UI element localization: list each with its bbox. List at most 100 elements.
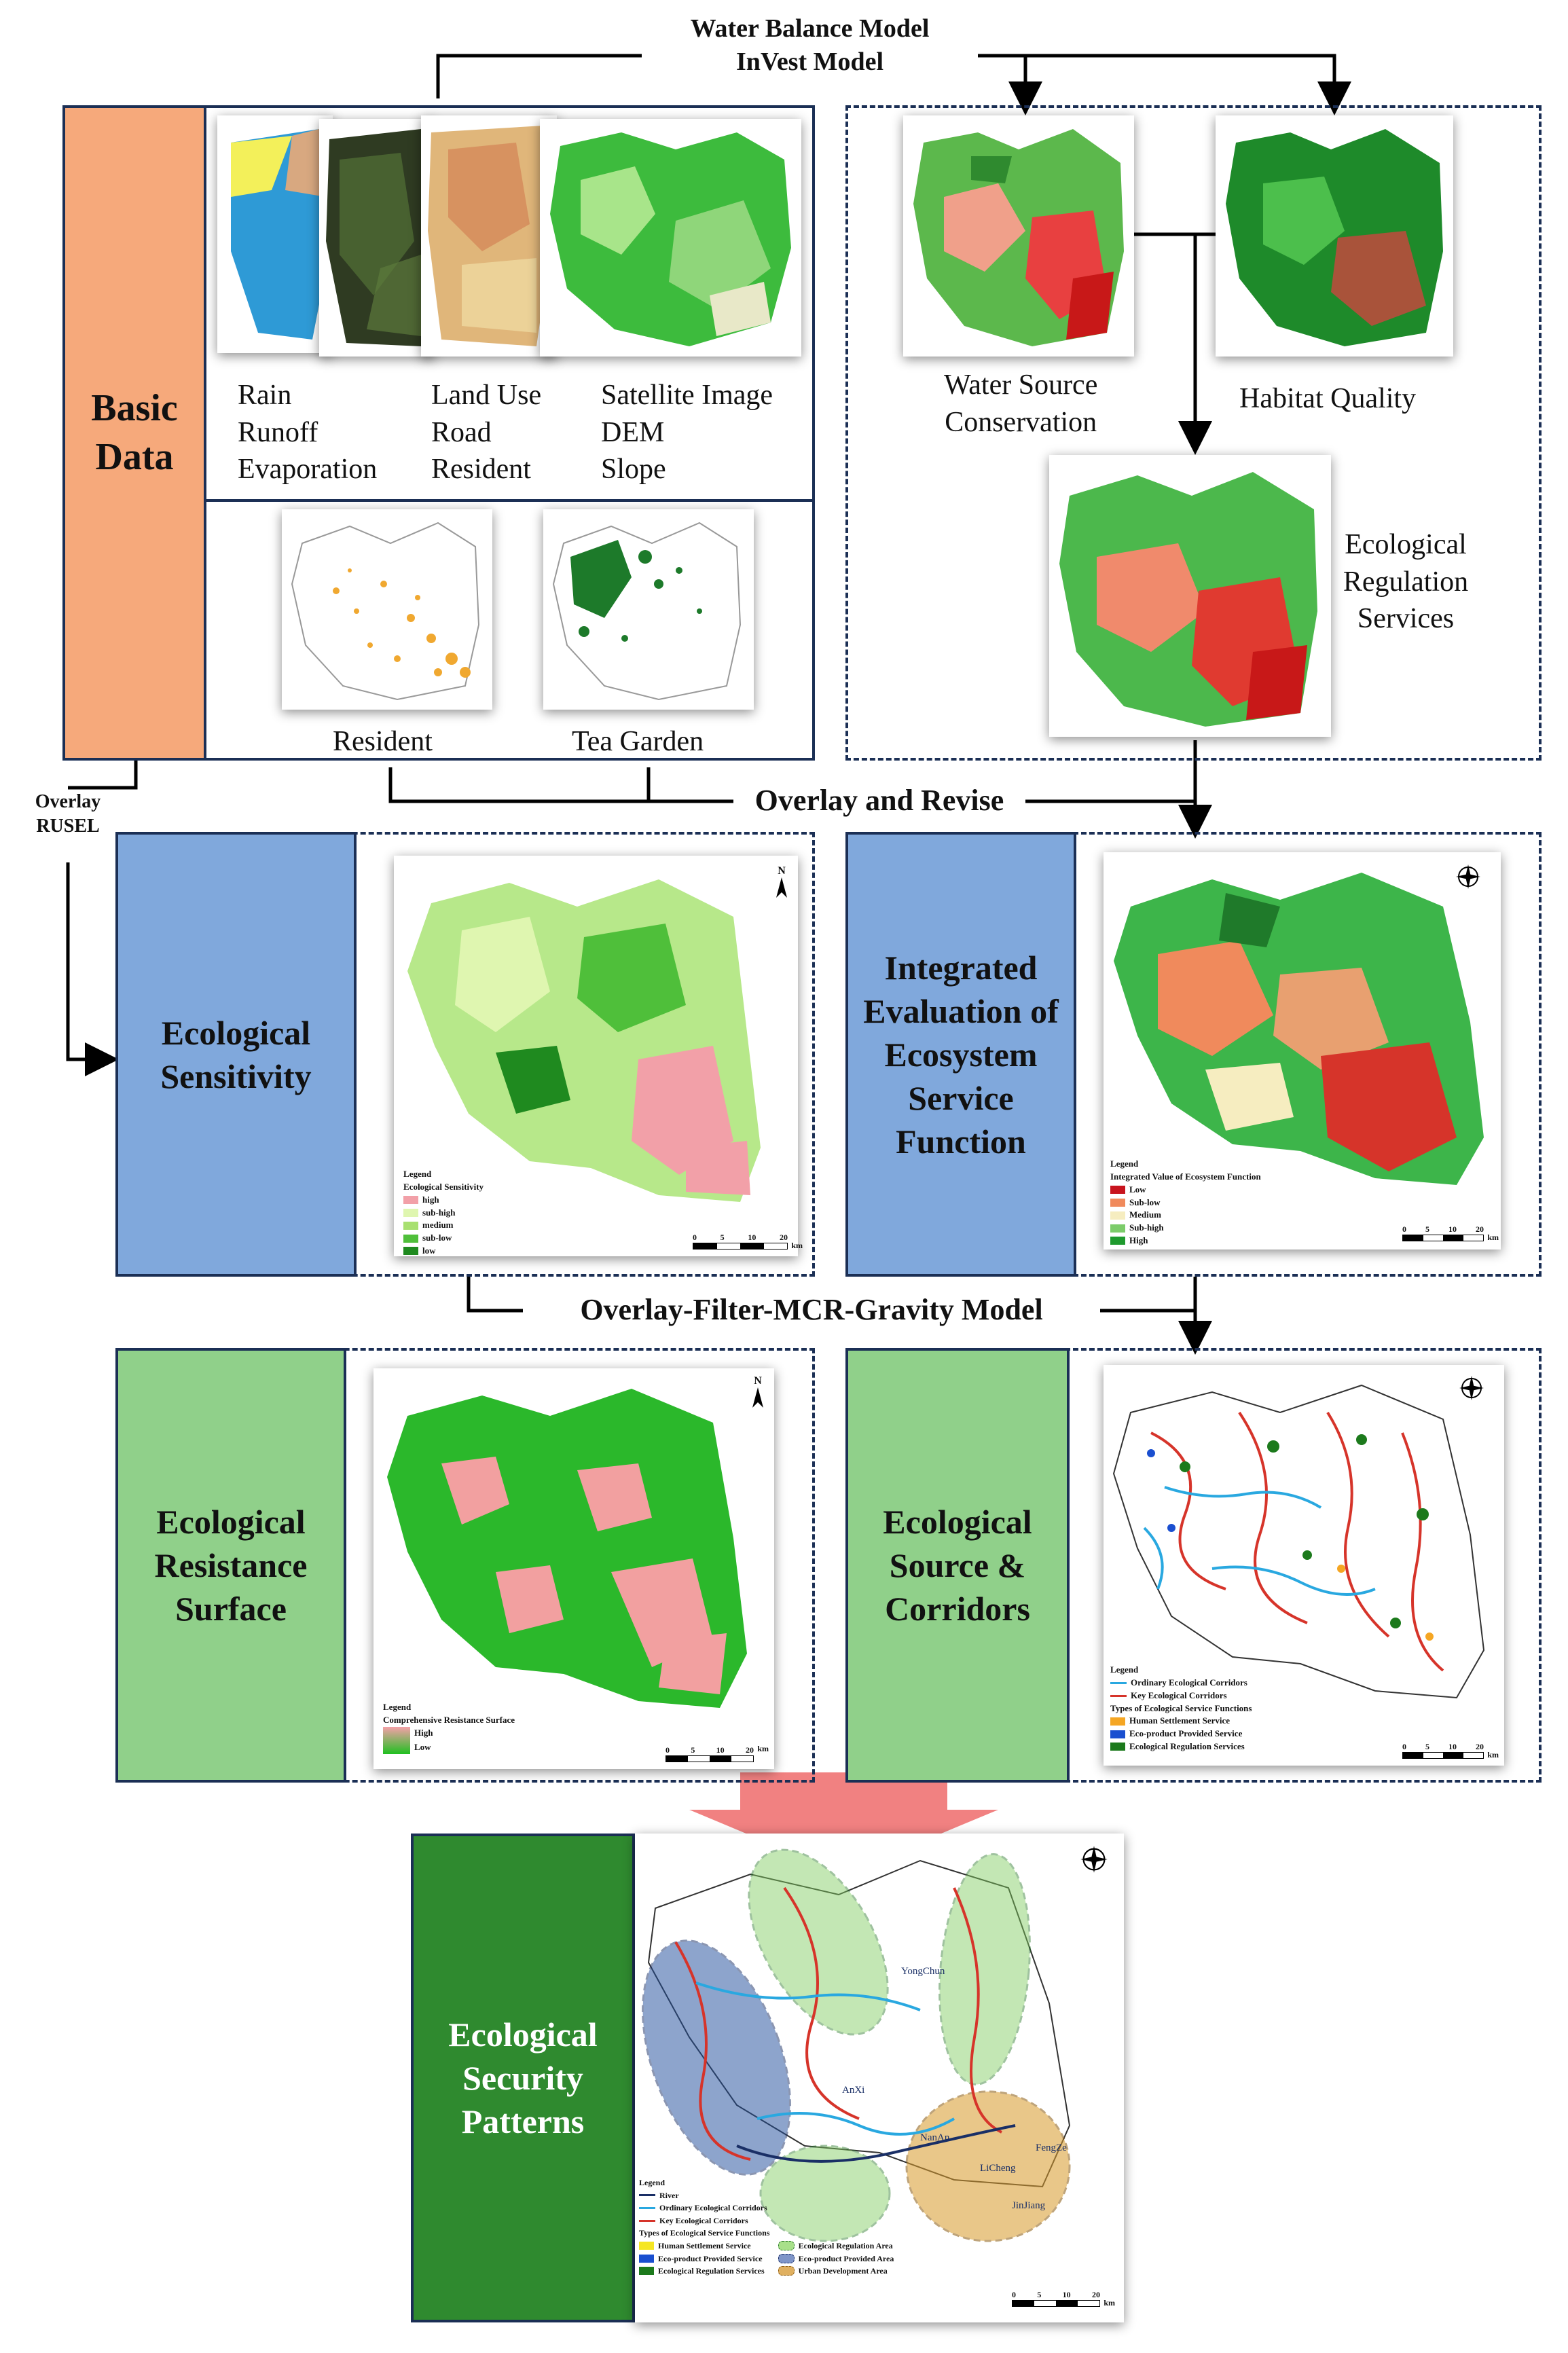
patterns-legend-type: Ecological Regulation Services bbox=[639, 2265, 765, 2278]
corridors-title: Ecological Source & Corridors bbox=[883, 1503, 1032, 1628]
scale-tick: 10 bbox=[1448, 1742, 1457, 1751]
scale-tick: 20 bbox=[1476, 1742, 1484, 1751]
services-box bbox=[845, 105, 1542, 761]
patterns-label: Ecological Security Patterns bbox=[411, 1834, 635, 2322]
regulation-line3: Services bbox=[1357, 603, 1455, 635]
top-model-line2: InVest Model bbox=[735, 48, 884, 77]
legend-swatch bbox=[778, 2253, 795, 2263]
scale-tick: 5 bbox=[1425, 1742, 1429, 1751]
patterns-compass bbox=[1079, 1844, 1109, 1878]
legend-label: Low bbox=[1129, 1184, 1146, 1194]
compass-icon bbox=[1080, 1846, 1108, 1873]
patterns-legend-area: Eco-product Provided Area bbox=[778, 2252, 894, 2265]
corridors-legend-line: Key Ecological Corridors bbox=[1110, 1690, 1252, 1702]
resistance-legend: Legend Comprehensive Resistance Surface … bbox=[383, 1701, 515, 1754]
resistance-gradient-bar bbox=[383, 1726, 410, 1754]
patterns-legend-type: Human Settlement Service bbox=[639, 2240, 765, 2252]
legend-label: River bbox=[659, 2190, 679, 2200]
middle-model-label: Overlay-Filter-MCR-Gravity Model bbox=[523, 1292, 1100, 1327]
legend-label: Urban Development Area bbox=[798, 2266, 888, 2276]
legend-swatch bbox=[1110, 1743, 1125, 1751]
legend-label: Human Settlement Service bbox=[658, 2240, 751, 2250]
corridors-legend-line: Ordinary Ecological Corridors bbox=[1110, 1677, 1252, 1690]
legend-label: Eco-product Provided Area bbox=[798, 2253, 894, 2263]
legend-line bbox=[639, 2206, 655, 2209]
integrated-label: Integrated Evaluation of Ecosystem Servi… bbox=[845, 832, 1076, 1277]
sensitivity-legend-item: high bbox=[403, 1194, 484, 1207]
scale-tick: 5 bbox=[1425, 1224, 1429, 1234]
sensitivity-legend-item: sub-high bbox=[403, 1207, 484, 1220]
legend-swatch bbox=[1110, 1730, 1125, 1738]
legend-swatch bbox=[403, 1221, 418, 1230]
integrated-title: Integrated Evaluation of Ecosystem Servi… bbox=[863, 948, 1059, 1161]
legend-label: high bbox=[422, 1194, 439, 1205]
integrated-compass bbox=[1455, 863, 1482, 894]
resistance-legend-title: Legend bbox=[383, 1702, 412, 1712]
land-use-thumbnail bbox=[540, 119, 801, 357]
dem-thumbnail bbox=[421, 115, 557, 357]
habitat-quality-map bbox=[1216, 115, 1453, 357]
sensitivity-legend-item: sub-low bbox=[403, 1232, 484, 1245]
col3-satellite: Satellite Image bbox=[601, 380, 773, 411]
overlay-rusel-line2: RUSEL bbox=[36, 816, 100, 837]
habitat-quality-label: Habitat Quality bbox=[1239, 383, 1417, 414]
sensitivity-north-arrow: N bbox=[775, 865, 788, 901]
scale-tick: 20 bbox=[745, 1745, 754, 1755]
patterns-types-title: Types of Ecological Service Functions bbox=[639, 2228, 770, 2238]
corridors-legend-type: Eco-product Provided Service bbox=[1110, 1728, 1252, 1740]
corridors-map: Legend Ordinary Ecological Corridors Key… bbox=[1104, 1365, 1504, 1766]
integrated-legend-item: Medium bbox=[1110, 1209, 1261, 1222]
tea-garden-label: Tea Garden bbox=[572, 726, 704, 757]
resistance-low: Low bbox=[414, 1741, 431, 1752]
basic-data-divider bbox=[204, 499, 815, 502]
patterns-legend-title: Legend bbox=[639, 2178, 666, 2187]
place-yongchun: YongChun bbox=[901, 1966, 945, 1977]
legend-line bbox=[1110, 1694, 1127, 1697]
integrated-legend-item: Sub-low bbox=[1110, 1197, 1261, 1209]
corridors-types-title: Types of Ecological Service Functions bbox=[1110, 1702, 1252, 1713]
legend-label: Ecological Regulation Area bbox=[798, 2240, 893, 2250]
sensitivity-legend-title: Legend bbox=[403, 1169, 432, 1179]
scale-unit: km bbox=[757, 1744, 769, 1753]
legend-swatch bbox=[403, 1247, 418, 1256]
legend-label: sub-low bbox=[422, 1233, 452, 1243]
overlay-revise-label: Overlay and Revise bbox=[733, 783, 1025, 818]
legend-line bbox=[639, 2194, 655, 2197]
legend-swatch bbox=[639, 2242, 654, 2250]
patterns-legend: Legend River Ordinary Ecological Corrido… bbox=[639, 2176, 894, 2278]
legend-label: sub-high bbox=[422, 1207, 456, 1218]
corridors-legend-type: Human Settlement Service bbox=[1110, 1715, 1252, 1728]
resistance-title: Ecological Resistance Surface bbox=[154, 1503, 308, 1628]
legend-label: Key Ecological Corridors bbox=[1131, 1690, 1227, 1700]
water-source-map bbox=[903, 115, 1134, 357]
legend-line bbox=[639, 2219, 655, 2222]
basic-data-col3: Satellite Image DEM Slope bbox=[601, 377, 773, 488]
legend-label: Ecological Regulation Services bbox=[658, 2266, 765, 2276]
legend-swatch bbox=[639, 2267, 654, 2276]
legend-label: Sub-high bbox=[1129, 1222, 1164, 1233]
col3-dem: DEM bbox=[601, 416, 665, 448]
scale-unit: km bbox=[1487, 1750, 1499, 1759]
legend-swatch bbox=[778, 2241, 795, 2251]
legend-label: medium bbox=[422, 1220, 454, 1230]
legend-label: High bbox=[1129, 1235, 1148, 1246]
legend-label: Medium bbox=[1129, 1209, 1161, 1220]
legend-swatch bbox=[1110, 1198, 1125, 1207]
legend-swatch bbox=[1110, 1237, 1125, 1245]
place-jinjiang: JinJiang bbox=[1012, 2200, 1046, 2211]
patterns-legend-line: Ordinary Ecological Corridors bbox=[639, 2202, 894, 2214]
regulation-line1: Ecological bbox=[1345, 529, 1467, 560]
scale-unit: km bbox=[1104, 2298, 1115, 2308]
basic-data-box bbox=[204, 105, 815, 761]
legend-label: Ecological Regulation Services bbox=[1129, 1741, 1245, 1752]
legend-swatch bbox=[403, 1234, 418, 1243]
legend-swatch bbox=[778, 2266, 795, 2276]
patterns-legend-area: Ecological Regulation Area bbox=[778, 2240, 894, 2252]
corridors-label: Ecological Source & Corridors bbox=[845, 1348, 1070, 1783]
satellite-thumbnail bbox=[319, 119, 435, 357]
water-source-label: Water Source Conservation bbox=[944, 367, 1097, 441]
legend-label: Eco-product Provided Service bbox=[1129, 1728, 1243, 1739]
legend-line bbox=[1110, 1681, 1127, 1684]
patterns-legend-area: Urban Development Area bbox=[778, 2265, 894, 2278]
